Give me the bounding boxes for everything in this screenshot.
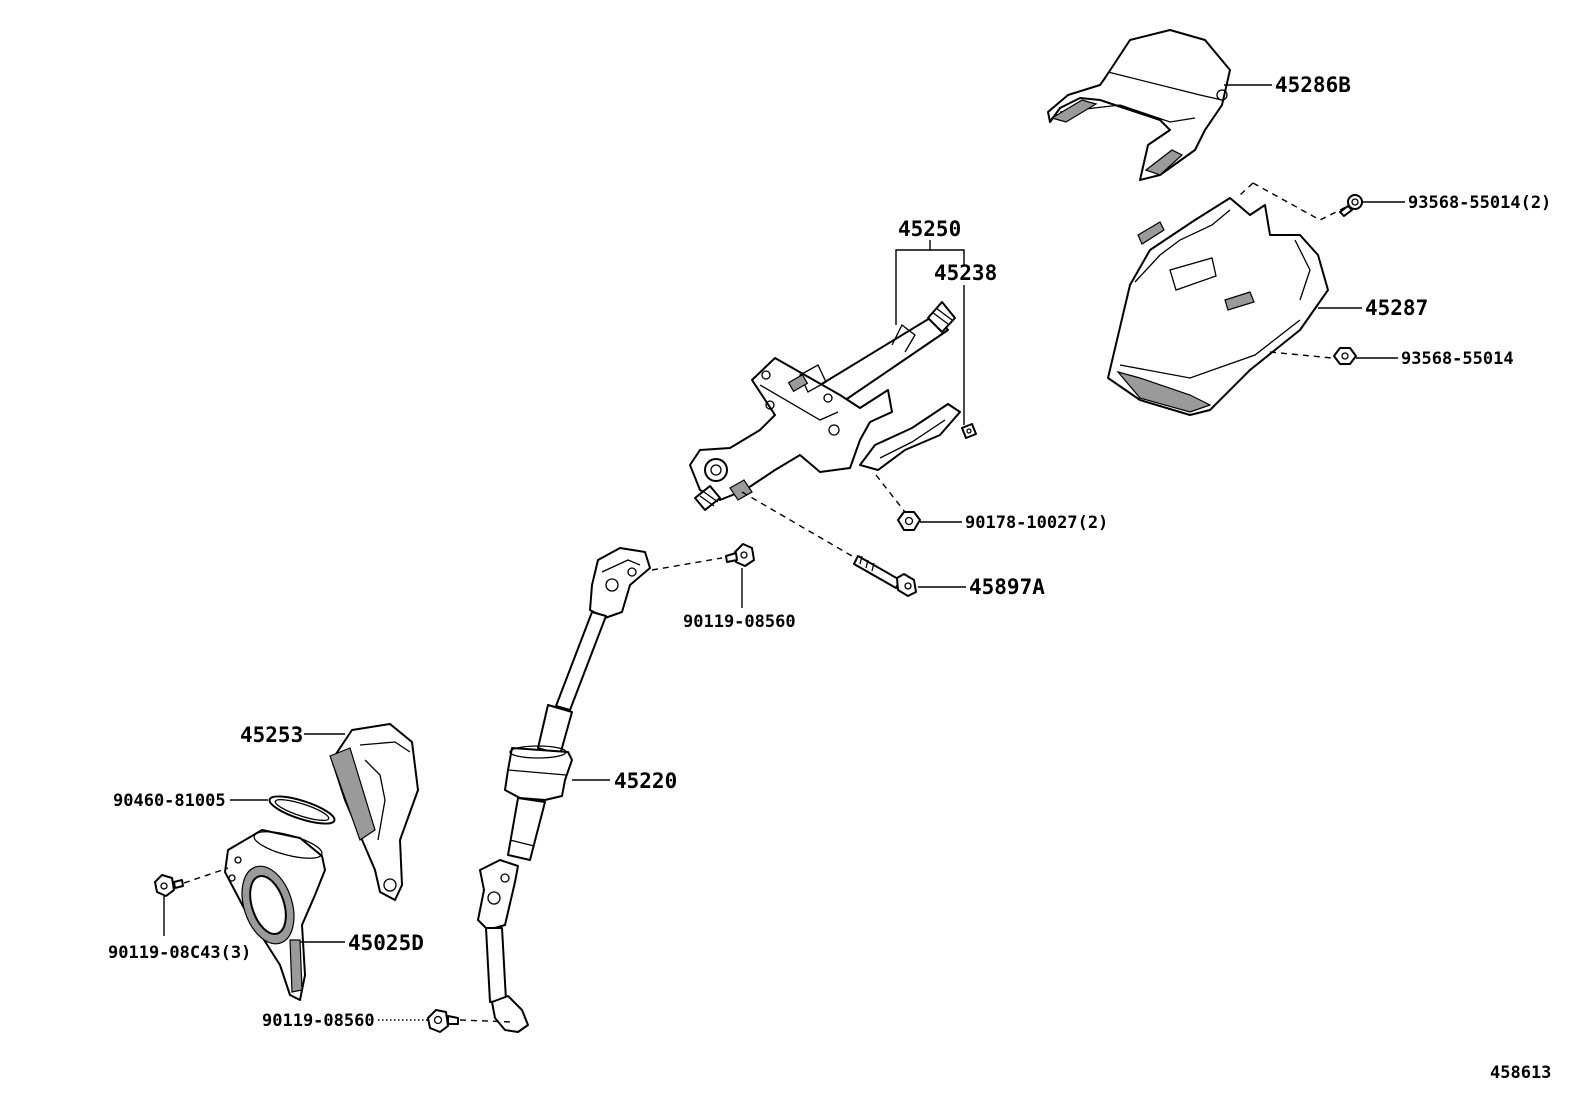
lower-column-cover [1107,197,1329,416]
label-93568-55014: 93568-55014 [1401,349,1514,369]
steering-column-assembly [689,301,961,511]
label-90119-08c43-3: 90119-08C43(3) [108,943,251,963]
footer-diagram-code: 458613 [1490,1063,1551,1083]
cover-screw-lower [1333,347,1357,365]
grommet-ring [268,795,336,825]
label-45287: 45287 [1365,296,1428,320]
label-45238: 45238 [934,261,997,285]
label-45897a: 45897A [969,575,1045,599]
lower-joint-bolt [427,1009,459,1033]
label-90119-08560-lower: 90119-08560 [262,1011,375,1031]
label-90460-81005: 90460-81005 [113,791,226,811]
column-nut [897,511,921,531]
hole-cover [224,829,326,1001]
hole-cover-bolt [154,874,184,897]
label-45286b: 45286B [1275,73,1351,97]
label-93568-55014-2: 93568-55014(2) [1408,193,1551,213]
upper-joint-bolt [725,543,755,567]
boot-seal [329,723,419,901]
column-long-bolt [853,555,917,597]
label-45025d: 45025D [348,931,424,955]
column-clip [961,423,977,439]
cover-screw-upper [1339,194,1363,217]
label-45220: 45220 [614,769,677,793]
label-45250: 45250 [898,217,961,241]
label-45253: 45253 [240,723,303,747]
label-90178-10027-2: 90178-10027(2) [965,513,1108,533]
label-90119-08560-upper: 90119-08560 [683,612,796,632]
upper-column-cover [1047,29,1231,181]
intermediate-shaft [477,547,651,1033]
